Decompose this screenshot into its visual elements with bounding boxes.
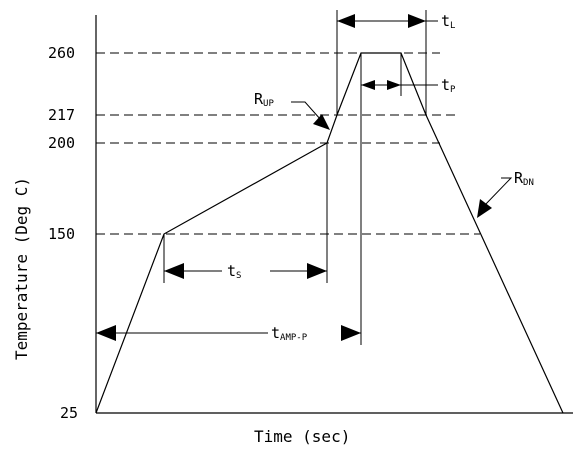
y-axis-title: Temperature (Deg C) [12, 177, 31, 360]
ts-arrow-left [164, 263, 184, 279]
tl-arrow-left [337, 14, 355, 28]
rdn-arrow [477, 199, 492, 218]
tp-dimension [361, 80, 438, 90]
label-t-l: tL [441, 12, 455, 31]
temperature-profile-curve [95, 52, 564, 414]
rdn-leader [477, 177, 513, 218]
rup-arrow [313, 114, 330, 130]
y-tick-150: 150 [48, 225, 75, 243]
y-tick-25: 25 [60, 404, 78, 422]
x-axis-title: Time (sec) [254, 427, 350, 446]
tl-arrow-right [408, 14, 426, 28]
tp-arrow-right [387, 80, 401, 90]
y-tick-200: 200 [48, 134, 75, 152]
rup-leader [291, 101, 330, 130]
tamp-arrow-right [341, 325, 361, 341]
label-r-dn: RDN [514, 169, 534, 188]
tl-dimension [337, 14, 438, 28]
tamp-arrow-left [96, 325, 116, 341]
label-r-up: RUP [254, 90, 274, 109]
y-tick-217: 217 [48, 106, 75, 124]
y-tick-260: 260 [48, 44, 75, 62]
tp-arrow-left [361, 80, 375, 90]
label-t-s: tS [227, 262, 241, 281]
label-t-p: tP [441, 76, 456, 95]
ts-arrow-right [307, 263, 327, 279]
ts-dimension [164, 263, 327, 279]
label-t-amp-p: tAMP-P [271, 324, 308, 343]
tamp-dimension [96, 325, 361, 341]
